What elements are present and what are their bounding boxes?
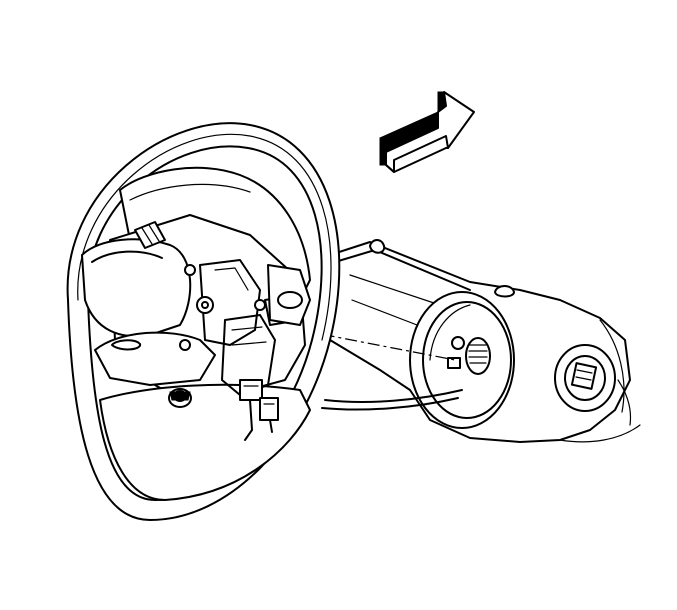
mounting-bolt xyxy=(168,388,192,408)
wiring-harness xyxy=(321,389,463,411)
steering-wheel xyxy=(66,122,341,521)
column-shaft xyxy=(447,336,491,375)
direction-arrow xyxy=(379,91,475,173)
column-hub-ring xyxy=(409,291,515,429)
lock-cylinder xyxy=(554,344,616,412)
